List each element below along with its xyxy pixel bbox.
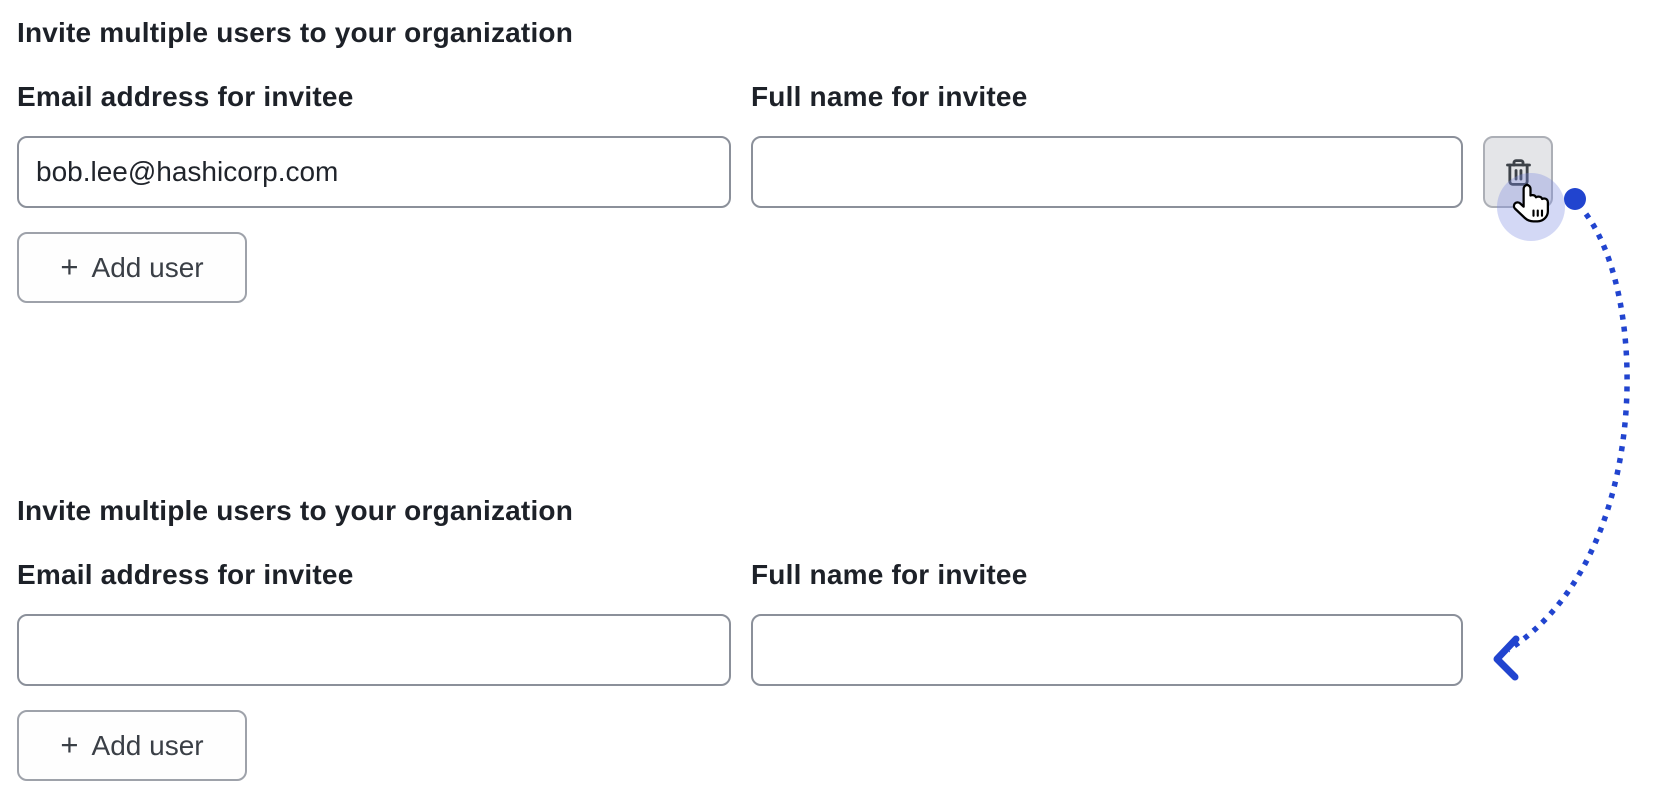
field-inputs-row	[17, 614, 1554, 686]
email-label: Email address for invitee	[17, 81, 354, 112]
email-input[interactable]	[17, 614, 731, 686]
full-name-input[interactable]	[751, 614, 1463, 686]
plus-icon: +	[60, 726, 79, 762]
add-user-button[interactable]: + Add user	[17, 710, 247, 781]
field-labels-row: Email address for invitee Full name for …	[17, 558, 1554, 592]
plus-icon: +	[60, 248, 79, 284]
delete-row-button[interactable]	[1483, 136, 1553, 208]
section-heading: Invite multiple users to your organizati…	[17, 17, 574, 48]
trash-icon	[1503, 157, 1534, 188]
email-label: Email address for invitee	[17, 559, 354, 590]
invite-form-before: Invite multiple users to your organizati…	[17, 14, 1554, 303]
section-heading: Invite multiple users to your organizati…	[17, 495, 574, 526]
add-user-button[interactable]: + Add user	[17, 232, 247, 303]
field-labels-row: Email address for invitee Full name for …	[17, 80, 1554, 114]
full-name-label: Full name for invitee	[751, 81, 1028, 112]
add-user-label: Add user	[91, 729, 204, 761]
invite-form-after: Invite multiple users to your organizati…	[17, 492, 1554, 781]
field-inputs-row	[17, 136, 1554, 208]
full-name-label: Full name for invitee	[751, 559, 1028, 590]
add-user-label: Add user	[91, 251, 204, 283]
full-name-input[interactable]	[751, 136, 1463, 208]
email-input[interactable]	[17, 136, 731, 208]
annotation-start-dot	[1564, 188, 1586, 210]
